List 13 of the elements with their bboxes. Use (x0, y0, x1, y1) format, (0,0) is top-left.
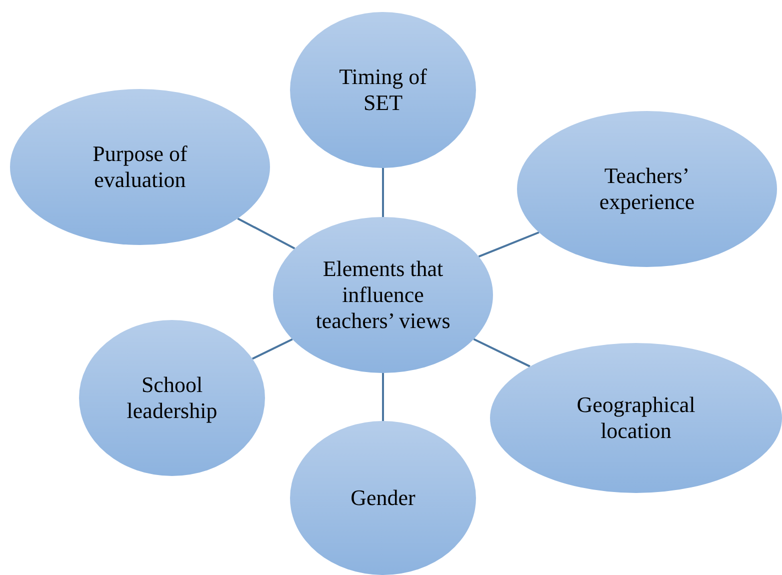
connector-line (473, 338, 530, 368)
node-label: Gender (350, 485, 416, 511)
connector-line (382, 168, 384, 217)
connector-line (252, 338, 293, 360)
node-label: School leadership (126, 372, 218, 424)
node-label: Purpose of evaluation (92, 141, 188, 193)
connector-line (237, 218, 296, 250)
node-label: Timing of SET (338, 64, 428, 116)
connector-line (382, 373, 384, 421)
node-label: Elements that influence teachers’ views (314, 256, 452, 334)
node-label: Teachers’ experience (598, 163, 696, 215)
node-label: Geographical location (576, 392, 696, 444)
connector-line (478, 231, 540, 258)
